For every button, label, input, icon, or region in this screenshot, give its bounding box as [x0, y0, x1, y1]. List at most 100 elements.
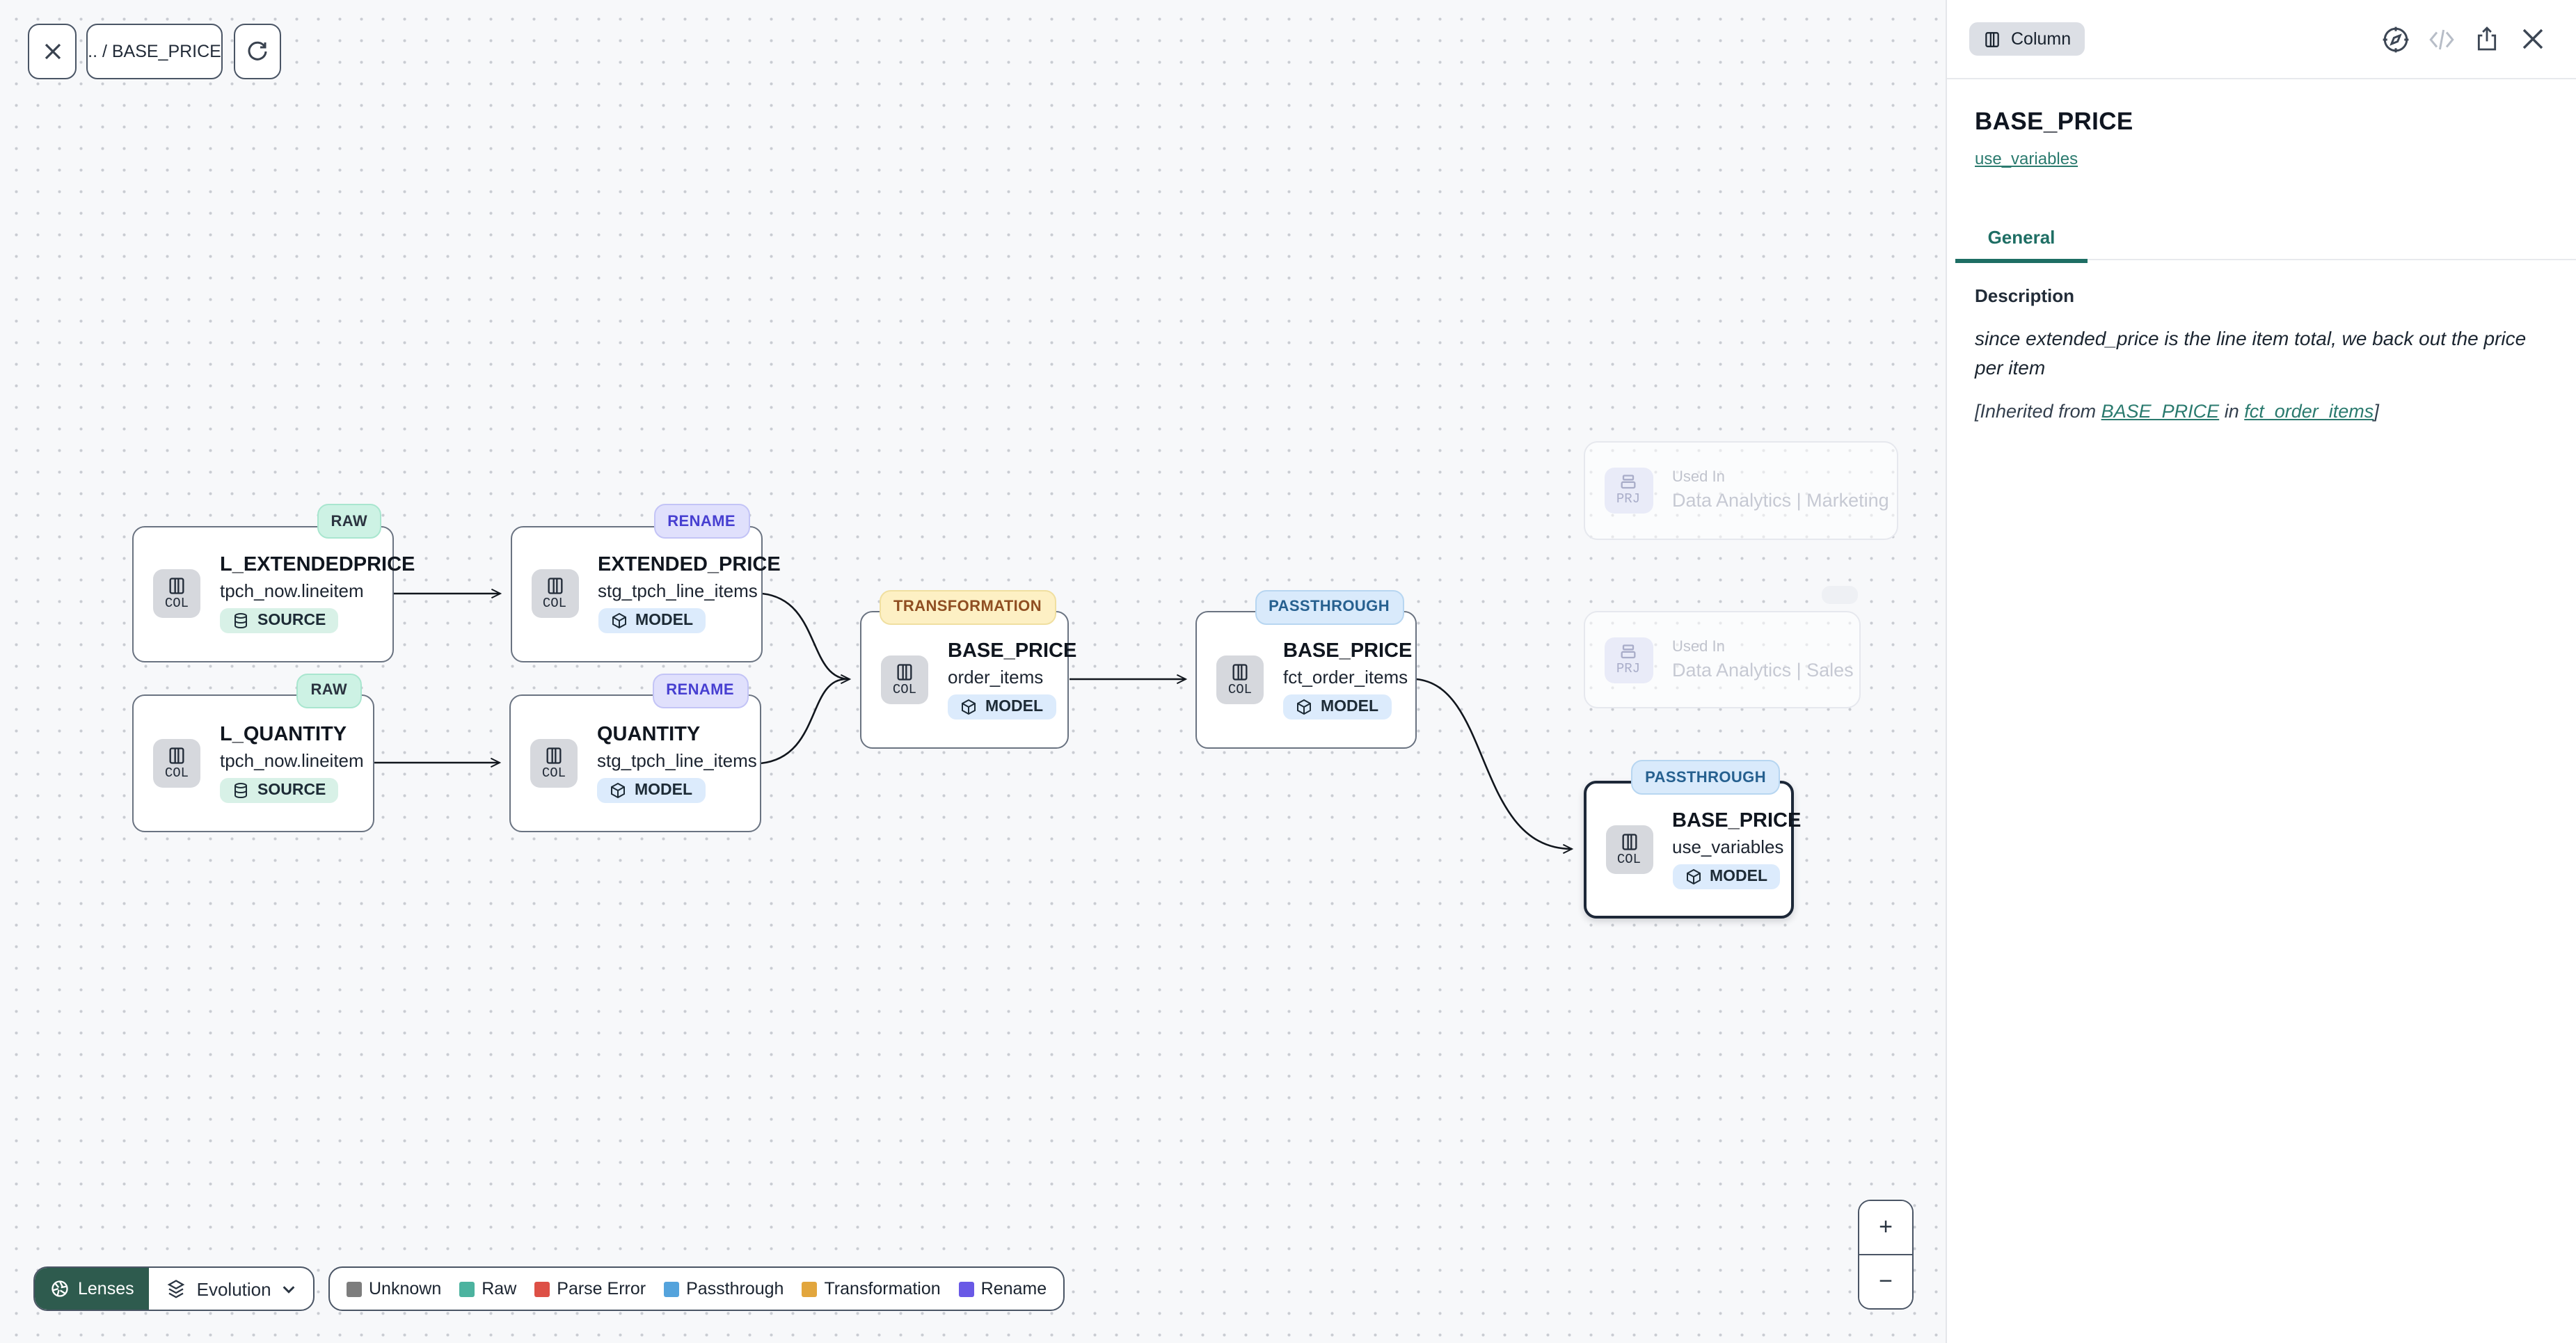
legend-swatch: [534, 1281, 550, 1296]
layers-icon: [168, 1279, 185, 1298]
code-button[interactable]: [2426, 24, 2456, 54]
description-text: since extended_price is the line item to…: [1975, 327, 2527, 379]
column-icon: [897, 663, 912, 681]
lineage-canvas[interactable]: .. / BASE_PRICE RAW COL L_EXTENDEDPRICE …: [0, 0, 1946, 1343]
explore-button[interactable]: [2380, 24, 2410, 54]
used-in-project: Data Analytics | Sales: [1672, 660, 1854, 681]
column-type-box: COL: [881, 655, 928, 704]
share-button[interactable]: [2472, 24, 2502, 54]
node-base-price-order-items[interactable]: TRANSFORMATION COL BASE_PRICE order_item…: [860, 589, 1076, 748]
zoom-in-button[interactable]: +: [1859, 1201, 1912, 1255]
panel-header: Column: [1947, 0, 2576, 79]
used-in-card-marketing[interactable]: PRJ Used In Data Analytics | Marketing: [1583, 440, 1898, 539]
node-base-price-use-variables-selected[interactable]: PASSTHROUGH COL BASE_PRICE use_variables…: [1583, 760, 1801, 919]
lens-mode-dropdown[interactable]: Evolution: [150, 1268, 313, 1310]
inherited-column-link[interactable]: BASE_PRICE: [2101, 400, 2220, 422]
node-l-extendedprice[interactable]: RAW COL L_EXTENDEDPRICE tpch_now.lineite…: [132, 504, 415, 662]
node-quantity[interactable]: RENAME COL QUANTITY stg_tpch_line_items …: [509, 673, 761, 832]
cube-icon: [611, 782, 625, 799]
edge: [760, 678, 847, 765]
node-subtitle: stg_tpch_line_items: [598, 580, 758, 601]
node-tag: TRANSFORMATION: [880, 589, 1056, 624]
lens-legend: Unknown Raw Parse Error Passthrough Tran…: [328, 1266, 1065, 1311]
cube-icon: [612, 612, 626, 629]
zoom-control: + −: [1858, 1200, 1914, 1310]
col-label: COL: [164, 765, 189, 781]
column-icon: [547, 578, 562, 594]
node-subtitle: use_variables: [1672, 836, 1784, 857]
breadcrumb-label: .. / BASE_PRICE: [88, 42, 221, 61]
model-badge: MODEL: [597, 778, 706, 803]
entity-type-badge: Column: [1969, 22, 2085, 56]
close-lineage-button[interactable]: [28, 24, 77, 79]
column-icon: [546, 747, 562, 764]
zoom-out-button[interactable]: −: [1859, 1255, 1912, 1308]
lens-mode-label: Evolution: [196, 1278, 271, 1299]
legend-item: Parse Error: [534, 1279, 646, 1298]
node-title: QUANTITY: [597, 724, 701, 746]
model-badge: MODEL: [1672, 864, 1781, 889]
lenses-button[interactable]: Lenses: [35, 1268, 150, 1310]
node-subtitle: stg_tpch_line_items: [597, 750, 757, 771]
inherited-model-link[interactable]: fct_order_items: [2244, 400, 2374, 422]
model-badge: MODEL: [1283, 694, 1392, 720]
used-in-card-sales[interactable]: PRJ Used In Data Analytics | Sales: [1583, 611, 1860, 708]
col-label: COL: [1616, 851, 1641, 867]
node-extended-price[interactable]: RENAME COL EXTENDED_PRICE stg_tpch_line_…: [510, 504, 781, 662]
node-title: BASE_PRICE: [1283, 639, 1413, 662]
prj-label: PRJ: [1616, 661, 1641, 676]
ghost-tag: [1822, 586, 1858, 604]
section-heading: Description: [1975, 285, 2075, 306]
lenses-label: Lenses: [78, 1279, 134, 1298]
breadcrumb[interactable]: .. / BASE_PRICE: [86, 24, 223, 79]
column-icon: [1985, 31, 1999, 47]
legend-swatch: [459, 1281, 475, 1296]
col-label: COL: [164, 596, 189, 611]
database-icon: [234, 782, 247, 798]
model-badge: MODEL: [948, 694, 1056, 720]
column-type-box: COL: [153, 738, 200, 788]
entity-type-label: Column: [2011, 29, 2072, 49]
node-title: L_EXTENDEDPRICE: [220, 554, 415, 576]
node-tag: RAW: [317, 504, 381, 539]
column-type-box: COL: [153, 569, 200, 618]
column-icon: [169, 578, 184, 594]
column-icon: [1232, 663, 1248, 681]
used-in-label: Used In: [1672, 469, 1725, 486]
cube-icon: [1297, 699, 1311, 715]
legend-item: Unknown: [347, 1279, 441, 1298]
tab-general[interactable]: General: [1955, 213, 2088, 262]
node-base-price-fct-order-items[interactable]: PASSTHROUGH COL BASE_PRICE fct_order_ite…: [1195, 589, 1416, 748]
database-icon: [234, 613, 247, 629]
project-type-box: PRJ: [1604, 467, 1653, 513]
close-icon: [44, 43, 61, 60]
node-subtitle: order_items: [948, 666, 1044, 688]
legend-item: Rename: [958, 1279, 1047, 1298]
close-panel-button[interactable]: [2518, 24, 2548, 54]
legend-item: Raw: [459, 1279, 516, 1298]
node-tag: RENAME: [652, 673, 748, 708]
node-tag: RAW: [296, 673, 361, 708]
node-title: EXTENDED_PRICE: [598, 554, 781, 576]
used-in-label: Used In: [1672, 639, 1725, 655]
col-label: COL: [542, 596, 567, 611]
project-icon: [1621, 644, 1636, 659]
column-icon: [169, 747, 184, 764]
column-type-box: COL: [1605, 825, 1653, 874]
legend-swatch: [958, 1281, 974, 1296]
model-link[interactable]: use_variables: [1975, 149, 2078, 168]
node-l-quantity[interactable]: RAW COL L_QUANTITY tpch_now.lineitem SOU…: [132, 673, 374, 832]
node-tag: PASSTHROUGH: [1255, 589, 1404, 624]
panel-body: BASE_PRICE use_variables General Descrip…: [1947, 79, 2576, 421]
inherited-note: [Inherited from BASE_PRICE in fct_order_…: [1975, 400, 2379, 422]
refresh-button[interactable]: [234, 24, 281, 79]
cube-icon: [1686, 868, 1700, 884]
lenses-control: Lenses Evolution: [33, 1266, 315, 1311]
col-label: COL: [541, 765, 566, 781]
compass-icon: [2382, 26, 2408, 52]
tab-bar: General: [1955, 213, 2576, 262]
used-in-project: Data Analytics | Marketing: [1672, 490, 1889, 511]
cube-icon: [962, 699, 976, 715]
source-badge: SOURCE: [220, 608, 339, 633]
column-type-box: COL: [1216, 655, 1264, 704]
